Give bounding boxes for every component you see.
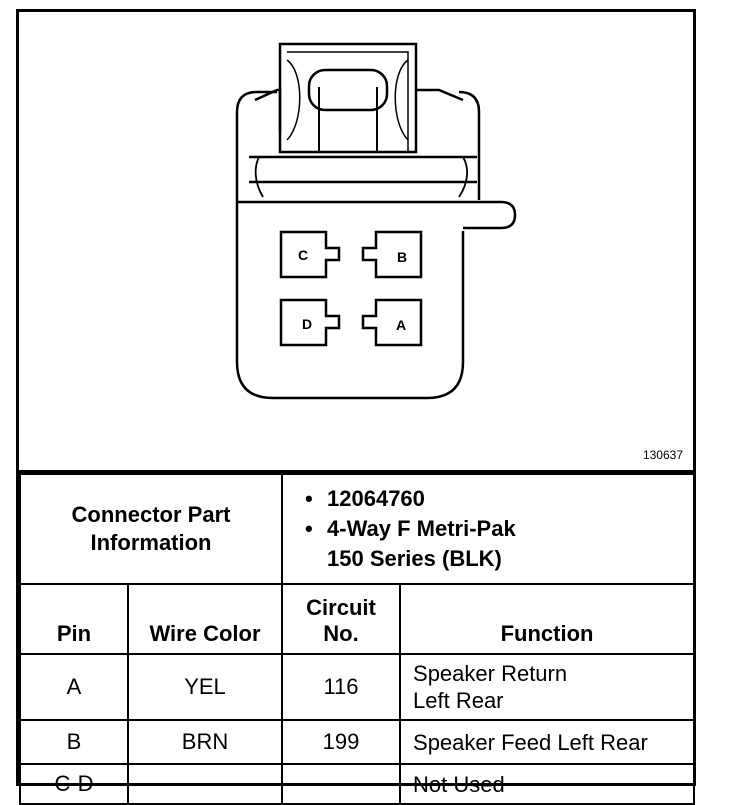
part-info-label-line1: Connector Part (71, 502, 231, 527)
pin-label-d: D (302, 316, 312, 332)
cell-function: Not Used (399, 763, 696, 805)
part-info-label: Connector Part Information (18, 473, 284, 585)
header-pin: Pin (19, 583, 129, 655)
cell-circuit: — (281, 763, 402, 805)
header-circuit: Circuit No. (281, 583, 402, 655)
figure-number: 130637 (642, 448, 683, 462)
cell-function-line1: Speaker Return (413, 661, 568, 686)
cell-pin: C-D (19, 763, 129, 805)
header-function: Function (399, 583, 696, 655)
part-description-line2: 150 Series (BLK) (327, 546, 502, 571)
part-info-details: 12064760 4-Way F Metri-Pak 150 Series (B… (281, 473, 696, 585)
cell-function-line2: Left Rear (413, 688, 504, 713)
part-info-row: Connector Part Information 12064760 4-Wa… (18, 473, 696, 585)
cell-wire-color: YEL (126, 653, 284, 721)
header-wire-color: Wire Color (126, 583, 284, 655)
cell-function: Speaker Feed Left Rear (399, 719, 696, 765)
cell-circuit: 199 (281, 719, 402, 765)
cell-wire-color: — (126, 763, 284, 805)
connector-frame: C B D A 130637 Connector Part Informatio… (16, 9, 696, 805)
connector-drawing: C B D A 130637 (19, 12, 693, 473)
table-row: A YEL 116 Speaker Return Left Rear (19, 653, 696, 721)
cell-wire-color: BRN (126, 719, 284, 765)
cell-pin: B (19, 719, 129, 765)
part-description-line1: 4-Way F Metri-Pak (305, 514, 693, 544)
cell-circuit: 116 (281, 653, 402, 721)
table-row: B BRN 199 Speaker Feed Left Rear (19, 719, 696, 765)
cell-function: Speaker Return Left Rear (399, 653, 696, 721)
connector-illustration: C B D A (235, 42, 517, 400)
table-header-row: Pin Wire Color Circuit No. Function (19, 583, 696, 655)
part-number: 12064760 (305, 484, 693, 514)
table-row: C-D — — Not Used (19, 763, 696, 805)
pin-label-c: C (298, 247, 308, 263)
header-circuit-line2: No. (323, 621, 359, 646)
header-circuit-line1: Circuit (306, 595, 376, 620)
pin-label-a: A (396, 317, 406, 333)
part-info-label-line2: Information (90, 530, 212, 555)
cell-pin: A (19, 653, 129, 721)
pin-label-b: B (397, 249, 407, 265)
connector-table: Connector Part Information 12064760 4-Wa… (18, 473, 696, 805)
